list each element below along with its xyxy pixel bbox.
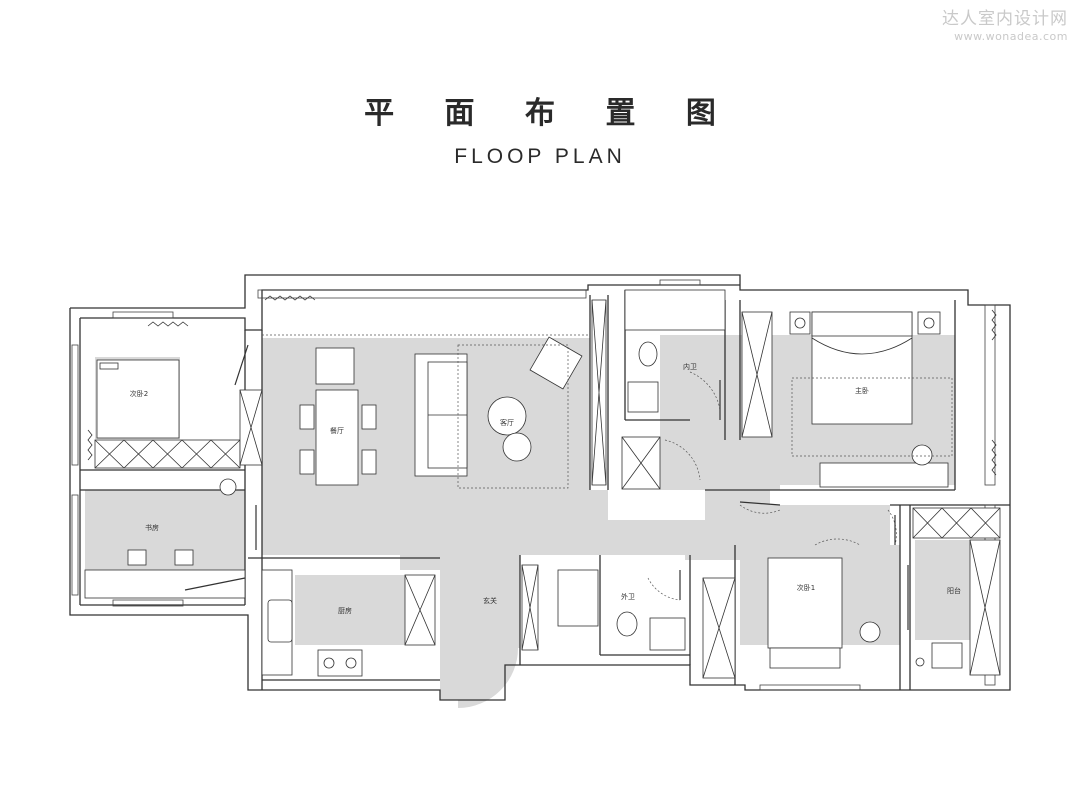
cabinet-kitchen [404, 574, 436, 646]
label-master: 主卧 [855, 386, 869, 395]
basin-inner [627, 381, 659, 413]
basin-outer [649, 617, 686, 651]
door-swing-outer-bath [647, 577, 681, 601]
curtain-master-2 [991, 439, 997, 476]
armchair [529, 336, 583, 390]
door-leaves [184, 344, 909, 630]
curtains [87, 295, 997, 476]
shower-outer [557, 569, 599, 627]
label-dining: 餐厅 [330, 426, 344, 435]
watermark-name: 达人室内设计网 [942, 9, 1068, 29]
label-kitchen: 厨房 [338, 606, 352, 615]
burner-2 [345, 657, 357, 669]
dining-chair-3 [361, 404, 377, 430]
bed-bedroom1-foot [769, 647, 841, 669]
page-title: 平 面 布 置 图 [364, 96, 736, 131]
windows [71, 279, 996, 691]
door-swing-inner-bath [689, 371, 721, 411]
furniture [84, 289, 963, 677]
dining-chair-4 [361, 449, 377, 475]
label-bedroom2: 次卧2 [130, 389, 148, 398]
sink-balcony [931, 642, 963, 669]
label-entry: 玄关 [483, 596, 497, 605]
window-study-s [112, 599, 184, 607]
bed-master-headboard [811, 311, 913, 337]
door-swing-hall [739, 504, 781, 514]
wardrobe-balcony-side [969, 539, 1001, 676]
label-inner-bath: 内卫 [683, 362, 697, 371]
window-living [257, 289, 587, 299]
door-swing-bedroom1 [814, 538, 861, 546]
living-rug [457, 344, 569, 489]
cabinet-entry [521, 564, 539, 651]
master-rug [791, 377, 953, 457]
curtain-west [87, 429, 93, 461]
dining-bench [315, 347, 355, 385]
wardrobe-bedroom1 [702, 577, 736, 679]
bed-bedroom2-pillow [99, 362, 119, 370]
desk-study [84, 569, 246, 599]
chair-study-1 [127, 549, 147, 566]
outer-wall [69, 274, 1011, 701]
curtain-master [991, 309, 997, 341]
tv-cabinet-master [819, 462, 949, 488]
window-west-1 [71, 344, 79, 466]
burner-1 [323, 657, 335, 669]
dining-chair-1 [299, 404, 315, 430]
wardrobe-bedroom2-side [239, 389, 263, 466]
curtain-bedroom2 [147, 321, 189, 327]
label-study: 书房 [145, 523, 159, 532]
bed-bedroom1 [767, 557, 843, 649]
toilet-inner [638, 341, 658, 367]
cabinet-shower [621, 436, 661, 490]
chair-master [911, 444, 933, 466]
counter-inner-bath [624, 289, 726, 331]
door-swing-master [664, 439, 701, 481]
wardrobe-balcony [912, 507, 1001, 539]
bed-bedroom2 [96, 359, 180, 439]
window-bed1 [759, 684, 861, 691]
window-bedroom2 [112, 311, 174, 319]
door-master [739, 501, 781, 506]
plant-study [219, 478, 237, 496]
coffee-table-2 [502, 432, 532, 462]
window-west-2 [71, 494, 79, 596]
lamp-2 [923, 317, 935, 329]
wardrobes [94, 299, 1001, 679]
floor-study [85, 490, 245, 570]
dining-table [315, 389, 359, 486]
room-labels: 次卧2 书房 餐厅 客厅 内卫 主卧 厨房 玄关 外卫 次卧1 阳台 [130, 362, 961, 615]
chair-bedroom1 [859, 621, 881, 643]
floor-kitchen [295, 575, 405, 645]
page-subtitle: FLOOP PLAN [454, 145, 626, 168]
door-bedroom2 [234, 344, 249, 386]
door-swing-balcony [887, 509, 897, 546]
sink-kitchen [267, 599, 293, 643]
coffee-table-1 [487, 396, 527, 436]
wardrobe-bedroom2 [94, 439, 241, 469]
entry-door-swing [458, 648, 518, 708]
wardrobe-living-east [591, 299, 607, 486]
washer-balcony [915, 657, 925, 667]
dining-chair-2 [299, 449, 315, 475]
curtain-living [264, 295, 316, 301]
chair-study-2 [174, 549, 194, 566]
watermark-url: www.wonadea.com [954, 30, 1068, 43]
watermark: 达人室内设计网 www.wonadea.com [942, 4, 1068, 43]
door-swings [262, 334, 953, 601]
label-living: 客厅 [500, 418, 514, 427]
lamp-1 [794, 317, 806, 329]
outer-wall-inner [80, 284, 740, 331]
window-master [984, 304, 996, 486]
label-bedroom1: 次卧1 [797, 583, 815, 592]
door-study-sliding [184, 577, 246, 591]
toilet-outer [616, 611, 638, 637]
label-balcony: 阳台 [947, 586, 961, 595]
bed-master-blanket [811, 337, 913, 355]
label-outer-bath: 外卫 [621, 592, 635, 601]
window-inner-bath [659, 279, 701, 286]
wardrobe-master [741, 311, 773, 438]
